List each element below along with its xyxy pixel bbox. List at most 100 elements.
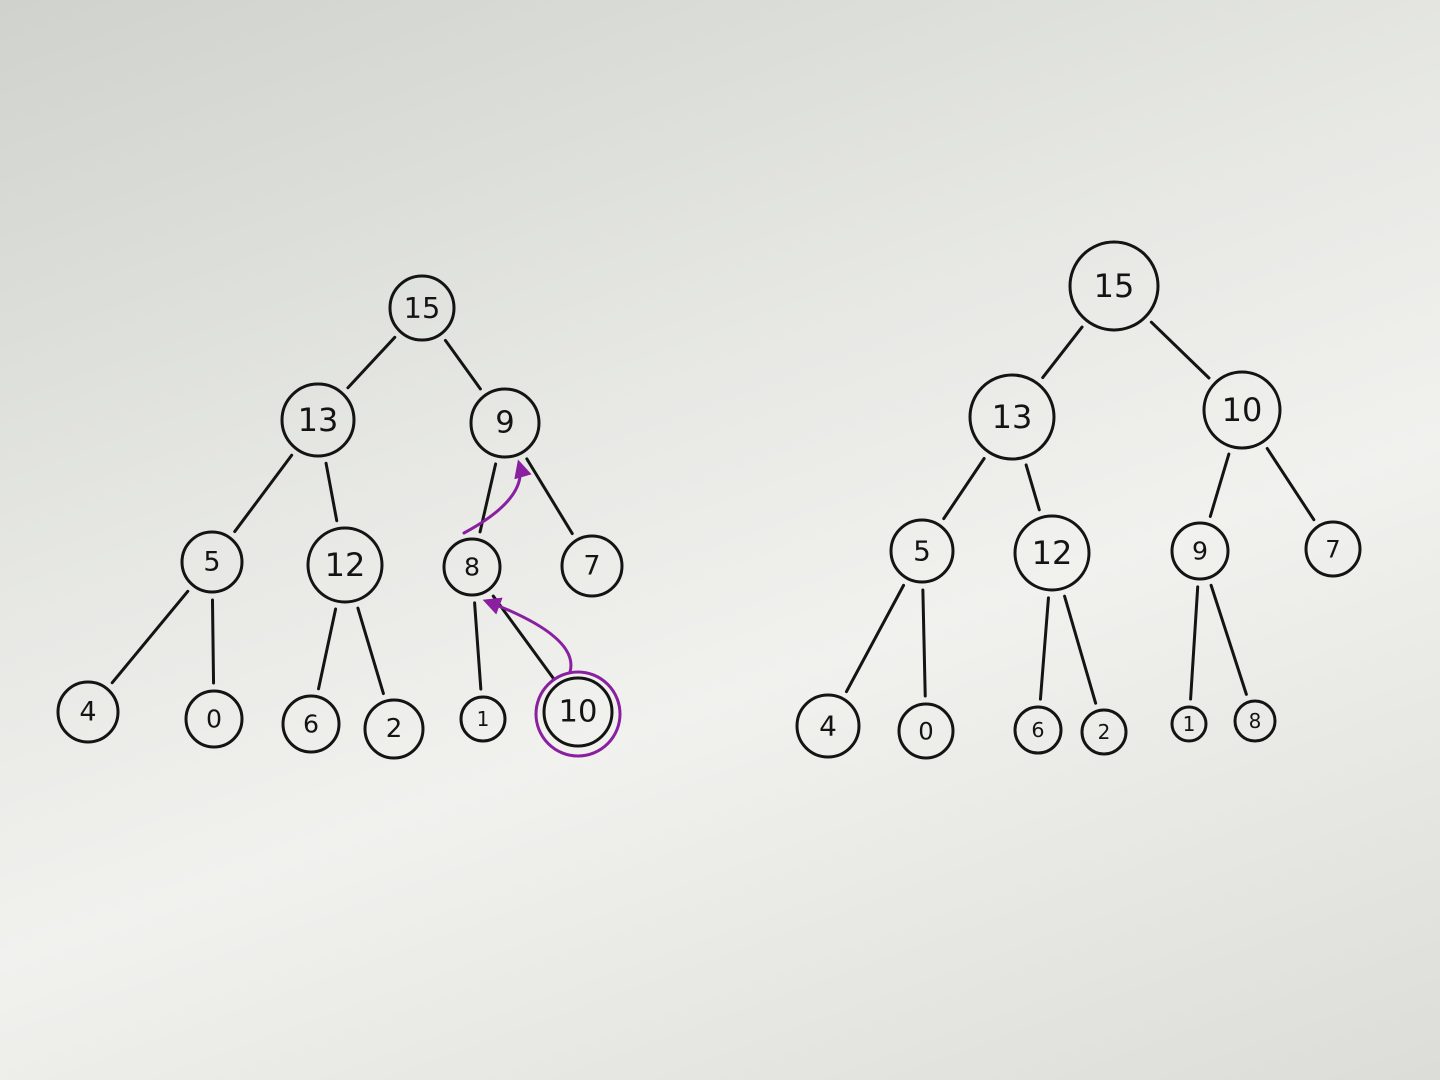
node-2: 2 [1080,708,1128,756]
edge-12-6 [1038,596,1050,701]
edge-5-0 [210,598,216,685]
node-4: 4 [795,693,861,759]
edge-15-10 [1149,320,1211,380]
edge-9-8 [1209,583,1248,696]
node-circle [968,373,1056,461]
node-label: 8 [464,553,480,582]
node-label: 9 [495,406,514,441]
node-label: 8 [1249,709,1262,733]
node-13: 13 [968,373,1056,461]
node-label: 10 [1222,391,1263,429]
edge-12-2 [356,606,385,696]
node-0: 0 [897,702,955,760]
edge-12-2 [1063,594,1098,705]
node-circle [388,274,456,342]
node-circle [363,698,425,760]
node-circle [1013,705,1063,755]
node-12: 12 [306,526,384,604]
node-circle [1170,705,1208,743]
node-circle [280,382,356,458]
node-label: 10 [559,695,598,730]
node-15: 15 [388,274,456,342]
node-circle [1233,699,1277,743]
node-label: 4 [79,697,96,728]
edge-9-7 [525,457,574,536]
node-label: 9 [1192,537,1208,566]
node-circle [1080,708,1128,756]
node-label: 13 [992,398,1033,436]
tree-before: 15 13 9 5 12 8 7 4 0 6 2 1 10 [56,274,624,760]
node-label: 1 [1183,712,1196,736]
node-15: 15 [1068,240,1160,332]
node-4: 4 [56,680,120,744]
node-5: 5 [889,518,955,584]
node-13: 13 [280,382,356,458]
node-label: 2 [386,714,403,744]
highlight-ring [534,670,622,758]
node-circle [459,695,507,743]
node-12: 12 [1013,514,1091,592]
node-8: 8 [1233,699,1277,743]
edge-13-5 [233,453,294,534]
node-9: 9 [469,387,541,459]
node-label: 2 [1098,720,1111,744]
edge-10-7 [1265,446,1316,522]
node-circle [889,518,955,584]
node-1: 1 [459,695,507,743]
node-circle [1202,370,1282,450]
node-label: 0 [206,705,222,734]
node-label: 5 [203,547,220,578]
node-circle [795,693,861,759]
node-2: 2 [363,698,425,760]
node-6: 6 [281,694,341,754]
node-circle [560,534,624,598]
node-label: 7 [1325,535,1340,564]
edge-15-13 [1041,325,1084,380]
node-6: 6 [1013,705,1063,755]
node-circle [180,530,244,594]
edge-10-9 [1208,452,1231,518]
node-circle [1013,514,1091,592]
node-circle [1304,520,1362,578]
edge-12-6 [317,607,338,691]
node-circle [306,526,384,604]
node-circle [469,387,541,459]
edge-8-1 [473,601,483,691]
edge-9-1 [1189,585,1200,701]
node-label: 12 [325,546,366,584]
node-label: 5 [913,535,931,568]
tree-after: 15 13 10 5 12 9 7 4 0 6 2 1 8 [795,240,1362,760]
node-circle [1170,521,1230,581]
node-10: 10 [534,670,622,758]
node-circle [1068,240,1160,332]
node-label: 15 [1094,267,1135,305]
edge-15-13 [346,335,397,390]
node-label: 0 [918,717,933,746]
node-label: 6 [303,710,319,739]
node-label: 13 [298,401,339,439]
node-1: 1 [1170,705,1208,743]
node-label: 12 [1032,534,1073,572]
edge-13-12 [1024,463,1041,512]
node-label: 7 [583,551,600,582]
edge-5-4 [844,583,906,694]
edge-13-12 [324,461,339,523]
node-circle [897,702,955,760]
node-circle [542,676,614,748]
node-label: 4 [819,710,837,743]
node-label: 15 [404,291,441,325]
node-7: 7 [560,534,624,598]
edge-13-5 [942,457,986,521]
edge-8-10 [491,594,555,680]
edge-15-9 [443,338,482,391]
node-0: 0 [184,689,244,749]
node-10: 10 [1202,370,1282,450]
swap-arrow-8-to-9 [462,459,532,535]
node-5: 5 [180,530,244,594]
edge-5-0 [921,588,927,698]
node-circle [56,680,120,744]
node-label: 1 [477,707,490,731]
node-9: 9 [1170,521,1230,581]
swap-arrow-10-to-8 [482,597,573,674]
